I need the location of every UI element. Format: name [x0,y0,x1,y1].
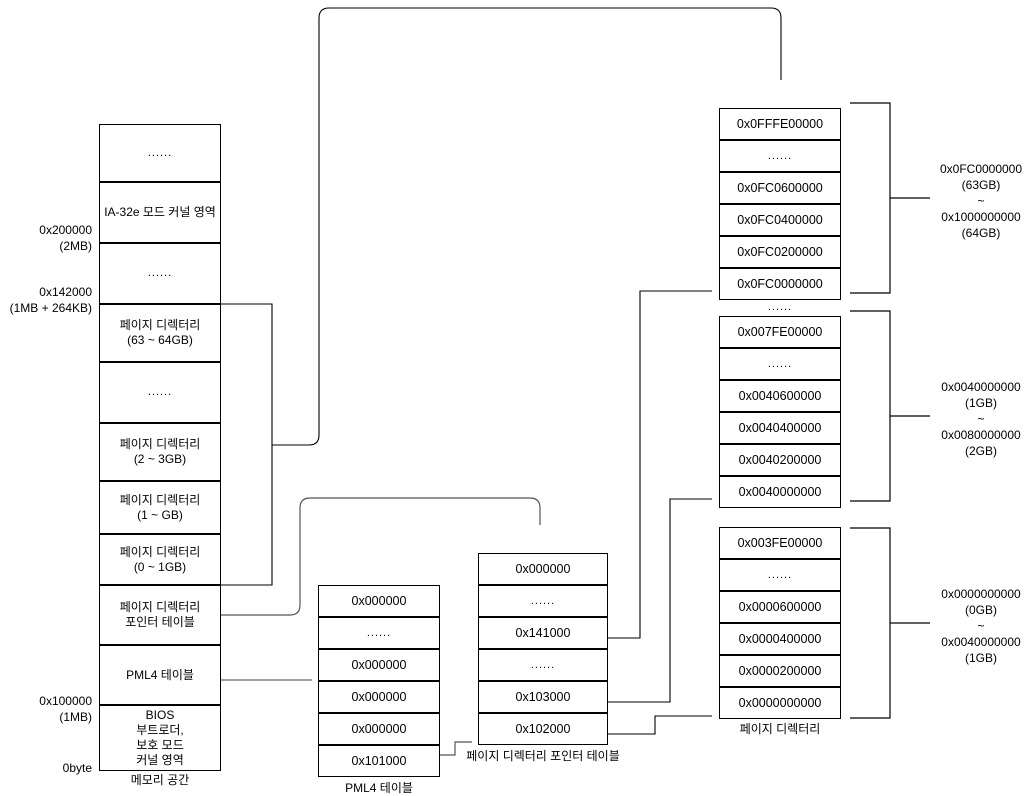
pdpt-entry: 0x141000 [478,617,608,649]
page-directory-range-label: 0x0000000000 (0GB) ~ 0x0040000000 (1GB) [941,587,1021,665]
page-directory-entry: 0x0FC0200000 [719,236,841,268]
page-directory-entry: 0x0040200000 [719,444,841,476]
pdpt-entry: 0x000000 [478,553,608,585]
pml4-entry: 0x000000 [318,585,440,617]
pdpt-entry: ...... [478,585,608,617]
pdpt-entry: 0x103000 [478,681,608,713]
memory-row: 페이지 디렉터리 (1 ~ GB) [99,481,221,534]
memory-address-label: 0x200000 (2MB) [39,223,92,253]
memory-row: IA-32e 모드 커널 영역 [99,182,221,243]
page-directory-entry: 0x0FC0600000 [719,172,841,204]
page-directory-entry: 0x003FE00000 [719,527,841,559]
memory-row: 페이지 디렉터리 (2 ~ 3GB) [99,423,221,481]
pdpt-entry: ...... [478,649,608,681]
memory-address-label: 0byte [62,761,92,775]
page-directory-entry: ...... [719,559,841,591]
pml4-entry: 0x000000 [318,649,440,681]
page-directory-entry: 0x0000600000 [719,591,841,623]
page-directory-entry: ...... [719,348,841,380]
page-directory-entry: 0x0000200000 [719,655,841,687]
pml4-table-caption: PML4 테이블 [345,781,413,795]
page-directory-entry: 0x0000400000 [719,623,841,655]
page-directory-entry: 0x0040000000 [719,476,841,508]
memory-row: PML4 테이블 [99,645,221,705]
memory-row: ...... [99,124,221,182]
memory-row: ...... [99,362,221,423]
memory-row: BIOS 부트로더, 보호 모드 커널 영역 [99,705,221,771]
page-directory-entry: 0x0FFFE00000 [719,108,841,140]
pml4-entry: 0x000000 [318,681,440,713]
memory-row: 페이지 디렉터리 (63 ~ 64GB) [99,304,221,362]
page-directory-entry: 0x0FC0400000 [719,204,841,236]
page-directory-entry: 0x0040600000 [719,380,841,412]
page-directory-entry: 0x007FE00000 [719,316,841,348]
pml4-entry: 0x101000 [318,745,440,777]
memory-row: ...... [99,243,221,304]
pdpt-table-caption: 페이지 디렉터리 포인터 테이블 [466,749,620,763]
pdpt-entry: 0x102000 [478,713,608,745]
page-directory-entry: 0x0FC0000000 [719,268,841,300]
page-directory-separator-dots: ...... [767,301,793,313]
page-directory-range-label: 0x0FC0000000 (63GB) ~ 0x1000000000 (64GB… [939,162,1023,240]
memory-space-caption: 메모리 공간 [130,773,190,787]
memory-row: 페이지 디렉터리 포인터 테이블 [99,585,221,645]
page-directory-entry: 0x0040400000 [719,412,841,444]
page-directory-range-label: 0x0040000000 (1GB) ~ 0x0080000000 (2GB) [941,380,1021,458]
memory-address-label: 0x142000 (1MB + 264KB) [9,285,92,315]
pml4-entry: ...... [318,617,440,649]
page-directory-entry: ...... [719,140,841,172]
page-directory-entry: 0x0000000000 [719,687,841,719]
memory-address-label: 0x100000 (1MB) [39,694,92,724]
page-directory-caption: 페이지 디렉터리 [739,722,821,736]
memory-row: 페이지 디렉터리 (0 ~ 1GB) [99,534,221,585]
pml4-entry: 0x000000 [318,713,440,745]
